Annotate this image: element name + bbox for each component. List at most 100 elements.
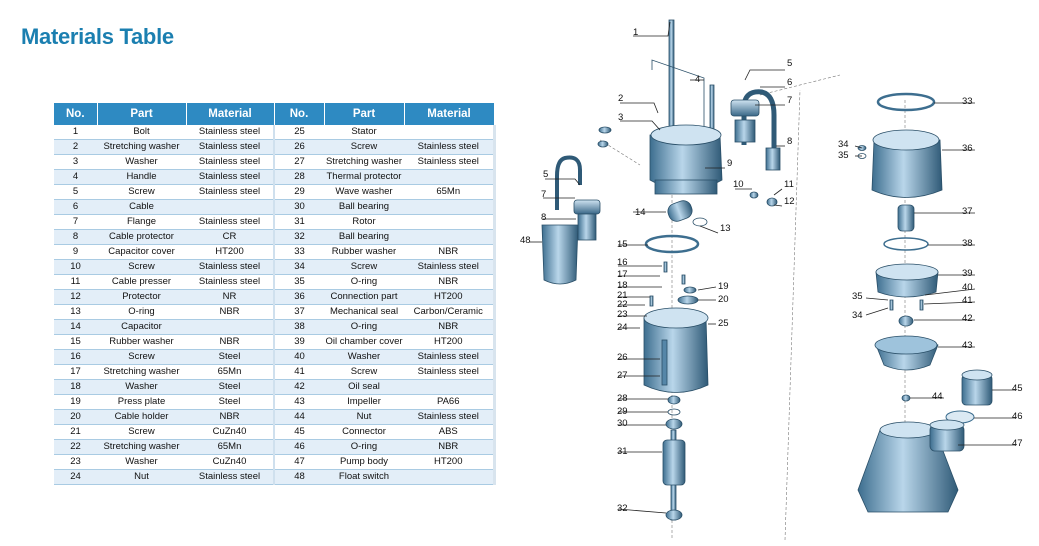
table-header-row: No. Part Material No. Part Material [54, 103, 495, 125]
cell-part: Oil seal [324, 379, 404, 395]
cell-material: NBR [186, 409, 274, 425]
cell-material: 65Mn [186, 364, 274, 380]
callout-label: 25 [718, 318, 729, 329]
callout-label: 37 [962, 206, 973, 217]
cell-part: Cable holder [97, 409, 186, 425]
cell-material: HT200 [404, 334, 494, 350]
stator-housing-part [643, 307, 709, 393]
cell-part: Connector [324, 424, 404, 440]
cell-part: Screw [97, 424, 186, 440]
cell-part: Ball bearing [324, 229, 404, 245]
cell-no: 29 [273, 184, 324, 200]
cell-material: Carbon/Ceramic [404, 304, 494, 320]
header-no-right: No. [274, 103, 325, 125]
cell-material [404, 469, 494, 485]
cell-part: Capacitor [97, 319, 186, 335]
callout-label: 4 [695, 74, 700, 85]
callout-label: 26 [617, 352, 628, 363]
cell-material: NBR [186, 304, 274, 320]
callout-label: 36 [962, 143, 973, 154]
cell-material: CuZn40 [186, 424, 274, 440]
callout-label: 15 [617, 239, 628, 250]
cell-part: Connection part [324, 289, 404, 305]
cell-no: 46 [273, 439, 324, 455]
cell-no: 12 [54, 289, 97, 305]
cell-part: Washer [97, 154, 186, 170]
cell-part: Cable protector [97, 229, 186, 245]
cell-part: Float switch [324, 469, 404, 485]
cell-no: 4 [54, 169, 97, 185]
cell-part: Screw [97, 259, 186, 275]
callout-label: 40 [962, 282, 973, 293]
cell-part: Ball bearing [324, 199, 404, 215]
cell-part: Rubber washer [324, 244, 404, 260]
callout-label: 8 [541, 212, 546, 223]
cell-part: Stretching washer [97, 364, 186, 380]
cell-material: 65Mn [186, 439, 274, 455]
mechanical-seal-part [883, 204, 929, 251]
cell-no: 31 [273, 214, 324, 230]
cell-material: ABS [404, 424, 494, 440]
cell-part: O-ring [97, 304, 186, 320]
callout-label: 14 [635, 207, 646, 218]
cell-no: 3 [54, 154, 97, 170]
callout-label: 48 [520, 235, 531, 246]
callout-label: 39 [962, 268, 973, 279]
cell-part: Washer [97, 454, 186, 470]
cell-no: 20 [54, 409, 97, 425]
callout-label: 31 [617, 446, 628, 457]
callout-label: 41 [962, 295, 973, 306]
cell-no: 1 [54, 125, 97, 140]
connection-part [857, 92, 943, 198]
callout-label: 34 [838, 139, 849, 150]
cable-plug-part [730, 89, 781, 171]
cell-no: 42 [273, 379, 324, 395]
cell-material: Stainless steel [404, 139, 494, 155]
header-part-right: Part [324, 103, 405, 125]
callout-label: 35 [852, 291, 863, 302]
cell-no: 34 [273, 259, 324, 275]
callout-label: 7 [787, 95, 792, 106]
callout-label: 2 [618, 93, 623, 104]
motor-cover-part [649, 124, 723, 195]
cell-part: Stretching washer [324, 154, 404, 170]
pump-body-part [857, 419, 965, 513]
rubber-washer-ring [644, 234, 700, 254]
callout-label: 38 [962, 238, 973, 249]
cell-no: 36 [273, 289, 324, 305]
cell-part: Screw [324, 259, 404, 275]
cell-no: 27 [273, 154, 324, 170]
cell-no: 28 [273, 169, 324, 185]
cell-material: HT200 [404, 454, 494, 470]
cell-material: PA66 [404, 394, 494, 410]
cell-material: NBR [404, 274, 494, 290]
callout-label: 5 [787, 58, 792, 69]
cell-material: Stainless steel [404, 409, 494, 425]
cell-material: CR [186, 229, 274, 245]
cell-material: HT200 [404, 289, 494, 305]
screw-column [649, 261, 699, 307]
cell-part: Impeller [324, 394, 404, 410]
cell-material: Stainless steel [404, 364, 494, 380]
callout-label: 16 [617, 257, 628, 268]
callout-label: 19 [718, 281, 729, 292]
cell-material: Steel [186, 394, 274, 410]
cell-no: 32 [273, 229, 324, 245]
header-no-left: No. [54, 103, 98, 125]
cell-no: 9 [54, 244, 97, 260]
cell-no: 8 [54, 229, 97, 245]
callout-label: 33 [962, 96, 973, 107]
cell-part: Washer [97, 379, 186, 395]
callout-label: 24 [617, 322, 628, 333]
cell-material: NBR [404, 319, 494, 335]
